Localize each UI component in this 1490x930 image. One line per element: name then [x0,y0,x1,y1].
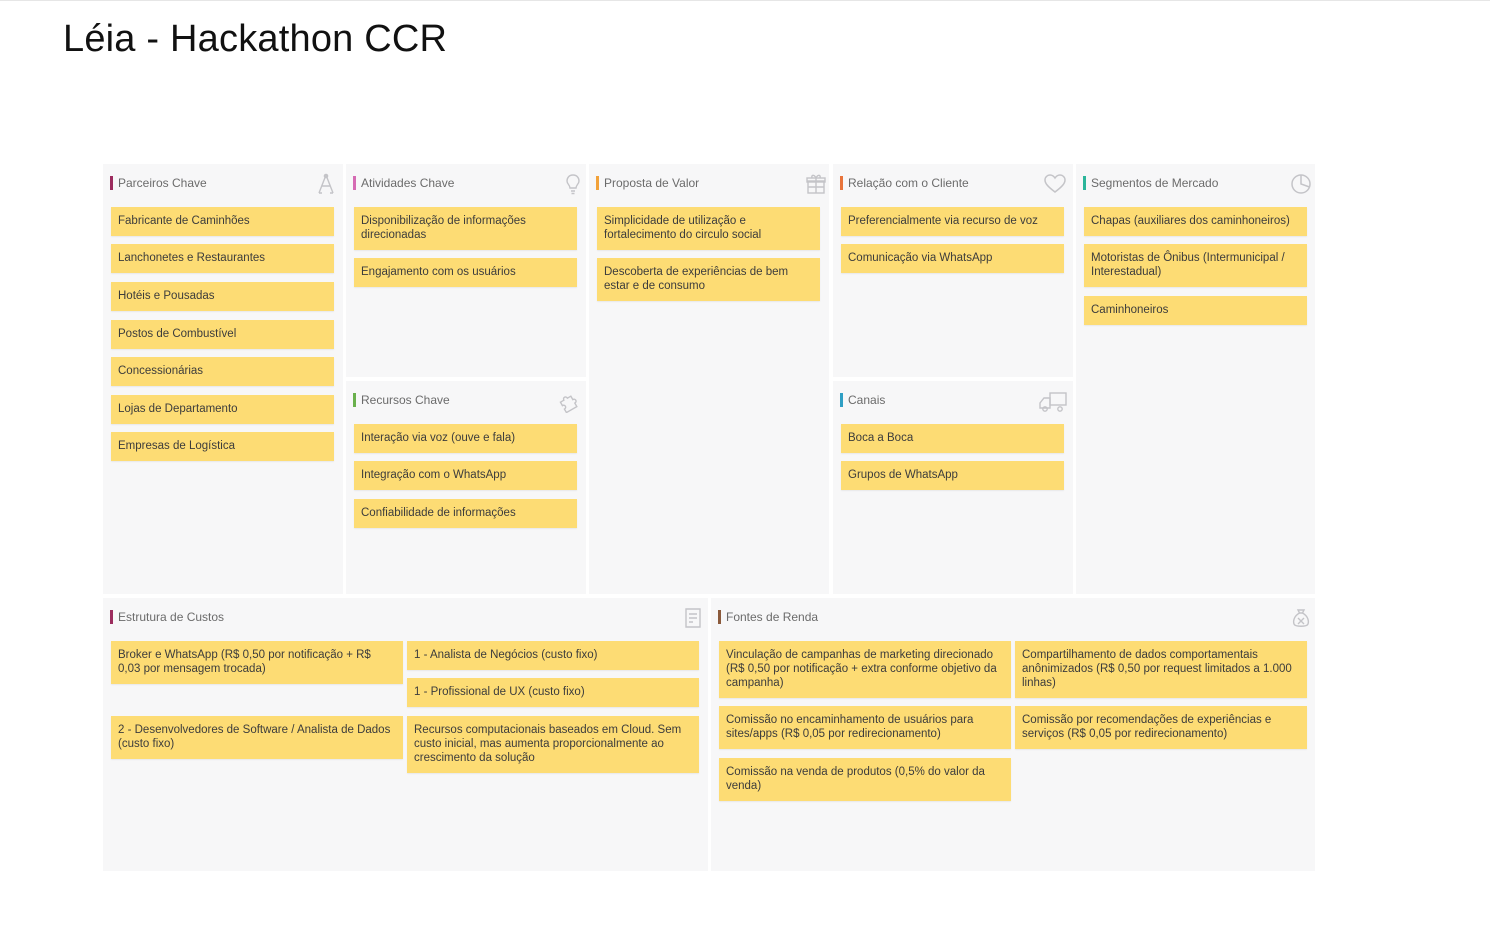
partner-icon [314,172,338,196]
section-segmentos-de-mercado: Segmentos de Mercado Chapas (auxiliares … [1076,164,1315,594]
note[interactable]: Disponibilização de informações direcion… [354,207,577,250]
money-bag-icon [1289,606,1313,630]
note[interactable]: Simplicidade de utilização e fortalecime… [597,207,820,250]
note[interactable]: Compartilhamento de dados comportamentai… [1015,641,1307,698]
note[interactable]: Vinculação de campanhas de marketing dir… [719,641,1011,698]
top-border [0,0,1490,1]
note[interactable]: Broker e WhatsApp (R$ 0,50 por notificaç… [111,641,403,684]
note[interactable]: Lanchonetes e Restaurantes [111,244,334,273]
note[interactable]: Comunicação via WhatsApp [841,244,1064,273]
section-title: Estrutura de Custos [110,610,224,624]
note[interactable]: Preferencialmente via recurso de voz [841,207,1064,236]
note[interactable]: Grupos de WhatsApp [841,461,1064,490]
note[interactable]: Recursos computacionais baseados em Clou… [407,716,699,773]
note[interactable]: Chapas (auxiliares dos caminhoneiros) [1084,207,1307,236]
note[interactable]: Descoberta de experiências de bem estar … [597,258,820,301]
section-title: Parceiros Chave [110,176,207,190]
note[interactable]: Confiabilidade de informações [354,499,577,528]
section-relacao-com-o-cliente: Relação com o Cliente Preferencialmente … [833,164,1073,377]
section-title: Segmentos de Mercado [1083,176,1218,190]
section-recursos-chave: Recursos Chave Interação via voz (ouve e… [346,381,586,594]
page-title: Léia - Hackathon CCR [63,18,448,60]
note[interactable]: Caminhoneiros [1084,296,1307,325]
note[interactable]: Comissão por recomendações de experiênci… [1015,706,1307,749]
business-model-canvas: Parceiros Chave Fabricante de Caminhões … [103,164,1315,871]
pie-chart-icon [1289,172,1313,196]
note[interactable]: Postos de Combustível [111,320,334,349]
section-title: Canais [840,393,885,407]
note[interactable]: Lojas de Departamento [111,395,334,424]
note[interactable]: 1 - Profissional de UX (custo fixo) [407,678,699,707]
gift-icon [804,172,828,196]
section-title: Proposta de Valor [596,176,699,190]
truck-icon [1038,389,1068,413]
note[interactable]: Concessionárias [111,357,334,386]
note[interactable]: Boca a Boca [841,424,1064,453]
note[interactable]: Fabricante de Caminhões [111,207,334,236]
note[interactable]: Engajamento com os usuários [354,258,577,287]
note[interactable]: Integração com o WhatsApp [354,461,577,490]
section-fontes-de-renda: Fontes de Renda Vinculação de campanhas … [711,598,1315,871]
note[interactable]: 1 - Analista de Negócios (custo fixo) [407,641,699,670]
section-atividades-chave: Atividades Chave Disponibilização de inf… [346,164,586,377]
section-title: Recursos Chave [353,393,450,407]
note[interactable]: 2 - Desenvolvedores de Software / Analis… [111,716,403,759]
section-estrutura-de-custos: Estrutura de Custos Broker e WhatsApp (R… [103,598,708,871]
section-parceiros-chave: Parceiros Chave Fabricante de Caminhões … [103,164,343,594]
section-title: Atividades Chave [353,176,454,190]
note[interactable]: Motoristas de Ônibus (Intermunicipal / I… [1084,244,1307,287]
section-title: Relação com o Cliente [840,176,969,190]
note[interactable]: Comissão no encaminhamento de usuários p… [719,706,1011,749]
receipt-icon [681,606,705,630]
lightbulb-icon [561,172,585,196]
section-canais: Canais Boca a Boca Grupos de WhatsApp [833,381,1073,594]
note[interactable]: Interação via voz (ouve e fala) [354,424,577,453]
puzzle-icon [557,389,581,413]
heart-icon [1043,172,1067,196]
note[interactable]: Hotéis e Pousadas [111,282,334,311]
note[interactable]: Comissão na venda de produtos (0,5% do v… [719,758,1011,801]
note[interactable]: Empresas de Logística [111,432,334,461]
section-proposta-de-valor: Proposta de Valor Simplicidade de utiliz… [589,164,829,594]
section-title: Fontes de Renda [718,610,818,624]
